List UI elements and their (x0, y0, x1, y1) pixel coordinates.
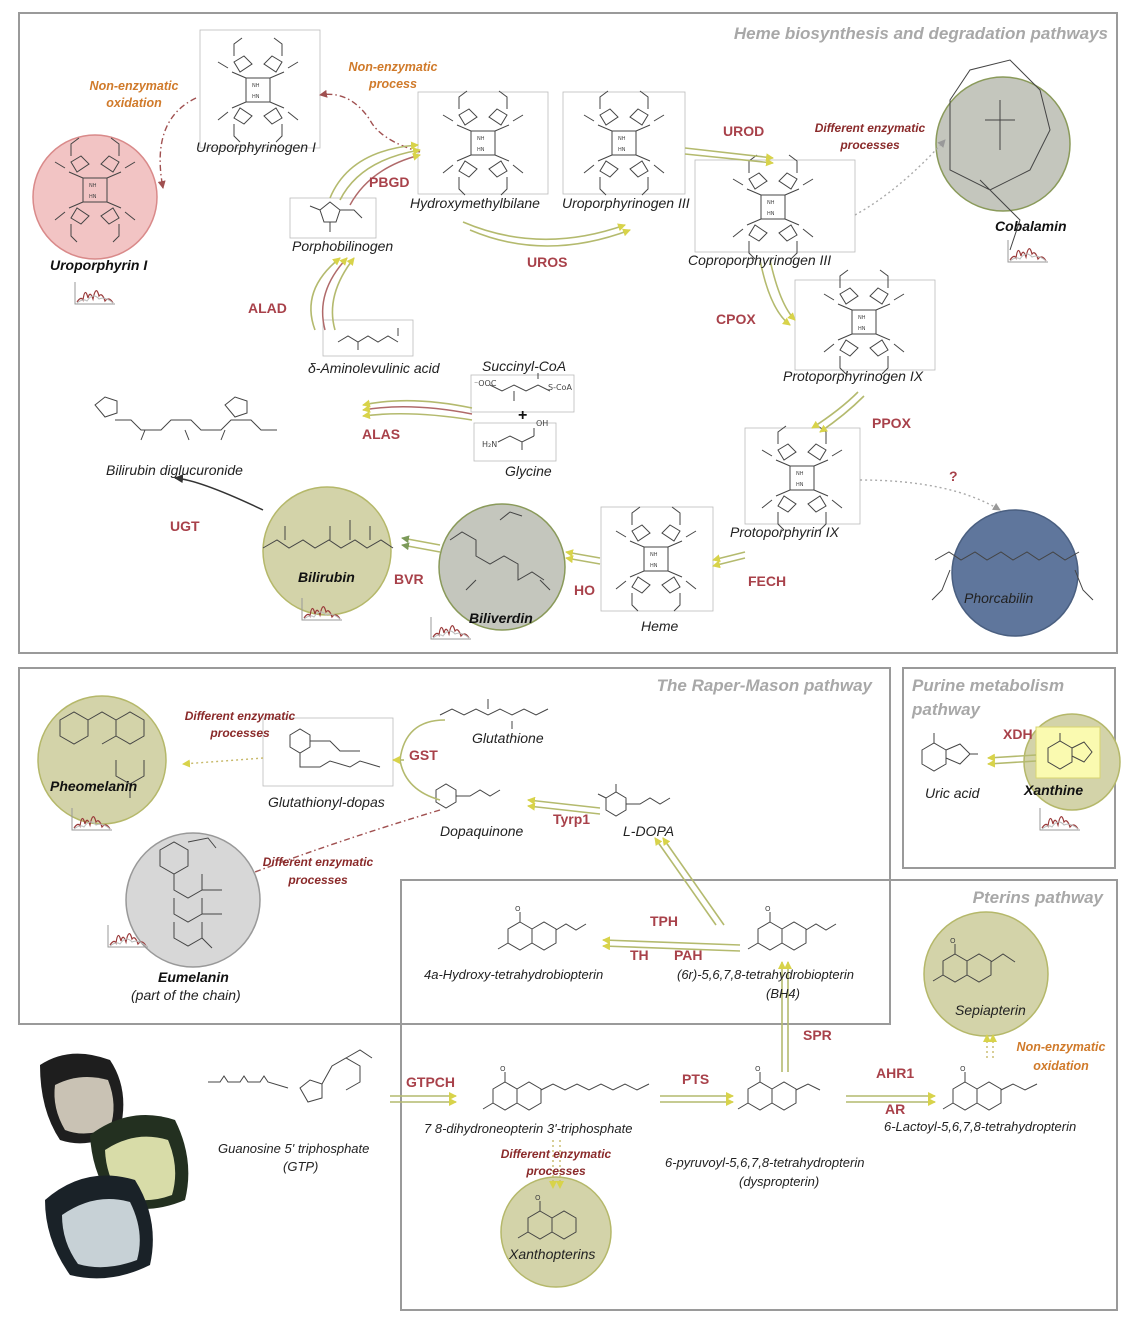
enzyme-ho: HO (574, 582, 595, 598)
label-hydroxy-bh4: 4a-Hydroxy-tetrahydrobiopterin (424, 967, 603, 982)
label-dopaquinone: Dopaquinone (440, 823, 524, 839)
enzyme-gst: GST (409, 747, 438, 763)
label-bilirubin-diglucuronide: Bilirubin diglucuronide (106, 462, 243, 478)
note-non-enz-process-2: process (368, 77, 417, 91)
label-eumelanin: Eumelanin (158, 969, 229, 985)
enzyme-pbgd: PBGD (369, 174, 409, 190)
label-uric-acid: Uric acid (925, 785, 981, 801)
label-uroporphyrin-i: Uroporphyrin I (50, 257, 148, 273)
enzyme-ugt: UGT (170, 518, 200, 534)
note-diff-enz-raper-1b: processes (209, 726, 270, 740)
panel-title-purine-1: Purine metabolism (912, 676, 1064, 695)
note-non-enz-oxidation-heme-1: Non-enzymatic (90, 79, 179, 93)
panel-title-purine-2: pathway (911, 700, 982, 719)
label-xanthine: Xanthine (1023, 782, 1083, 798)
arrows (157, 89, 1037, 1189)
label-ala: δ-Aminolevulinic acid (308, 360, 441, 376)
enzyme-urod: UROD (723, 123, 764, 139)
enzyme-th: TH (630, 947, 649, 963)
label-glutathione: Glutathione (472, 730, 544, 746)
pheomelanin-circle (37, 695, 167, 825)
label-protoporphyrin-ix: Protoporphyrin IX (730, 524, 840, 540)
label-cobalamin: Cobalamin (995, 218, 1067, 234)
label-gtp-abbr: (GTP) (283, 1159, 318, 1174)
enzyme-pts: PTS (682, 1071, 709, 1087)
enzyme-ahr1: AHR1 (876, 1065, 914, 1081)
svg-text:S-CoA: S-CoA (548, 383, 572, 392)
note-diff-enz-raper-2a: Different enzymatic (263, 855, 374, 869)
xanthopterins-circle (500, 1176, 612, 1288)
label-xanthopterins: Xanthopterins (508, 1246, 595, 1262)
label-uroporphyrinogen-i: Uroporphyrinogen I (196, 139, 316, 155)
label-bh4: (6r)-5,6,7,8-tetrahydrobiopterin (677, 967, 854, 982)
label-protoporphyrinogen-ix: Protoporphyrinogen IX (783, 368, 924, 384)
xanthine-highlight (1035, 726, 1101, 779)
bilirubin-circle (262, 486, 392, 616)
label-bh4-abbr: (BH4) (766, 986, 800, 1001)
label-lactoyl: 6-Lactoyl-5,6,7,8-tetrahydropterin (884, 1119, 1076, 1134)
panel-raper-mason (18, 667, 891, 1025)
label-dhnp: 7 8-dihydroneopterin 3'-triphosphate (424, 1121, 632, 1136)
enzyme-ar: AR (885, 1101, 905, 1117)
label-porphobilinogen: Porphobilinogen (292, 238, 393, 254)
label-question: ? (949, 468, 958, 484)
panel-title-pterins: Pterins pathway (973, 888, 1105, 907)
note-diff-enz-raper-2b: processes (287, 873, 348, 887)
note-diff-enz-heme-1: Different enzymatic (815, 121, 926, 135)
note-non-enz-oxidation-heme-2: oxidation (106, 96, 162, 110)
enzyme-spr: SPR (803, 1027, 832, 1043)
label-succinyl-coa: Succinyl-CoA (482, 358, 566, 374)
eumelanin-circle (125, 832, 261, 968)
label-uroporphyrinogen-iii: Uroporphyrinogen III (562, 195, 690, 211)
phorcabilin-circle (951, 509, 1079, 637)
enzyme-alas: ALAS (362, 426, 400, 442)
note-diff-enz-pterins-b: processes (525, 1164, 586, 1178)
label-gtp: Guanosine 5' triphosphate (218, 1141, 369, 1156)
enzyme-tph: TPH (650, 913, 678, 929)
svg-text:H₂N: H₂N (482, 440, 497, 449)
enzyme-cpox: CPOX (716, 311, 756, 327)
svg-text:OH: OH (536, 419, 548, 428)
label-pheomelanin: Pheomelanin (50, 778, 137, 794)
shell-photo (40, 1053, 189, 1279)
panel-title-heme: Heme biosynthesis and degradation pathwa… (734, 24, 1108, 43)
panel-heme (18, 12, 1118, 654)
label-heme: Heme (641, 618, 679, 634)
biliverdin-circle (438, 503, 566, 631)
label-glutathionyl-dopas: Glutathionyl-dopas (268, 794, 385, 810)
label-sepiapterin: Sepiapterin (955, 1002, 1026, 1018)
label-plus: + (518, 407, 527, 424)
note-non-enz-process-1: Non-enzymatic (349, 60, 438, 74)
enzyme-ppox: PPOX (872, 415, 912, 431)
note-diff-enz-pterins-a: Different enzymatic (501, 1147, 612, 1161)
svg-text:⁻OOC: ⁻OOC (474, 379, 497, 388)
note-non-enz-oxidation-pterins-b: oxidation (1033, 1059, 1089, 1073)
enzyme-bvr: BVR (394, 571, 424, 587)
label-dyspropterin: (dyspropterin) (739, 1174, 819, 1189)
enzyme-xdh: XDH (1003, 726, 1033, 742)
label-phorcabilin: Phorcabilin (964, 590, 1033, 606)
cobalamin-circle (935, 76, 1071, 212)
enzyme-alad: ALAD (248, 300, 287, 316)
label-biliverdin: Biliverdin (469, 610, 533, 626)
enzyme-tyrp1: Tyrp1 (553, 811, 590, 827)
note-non-enz-oxidation-pterins-a: Non-enzymatic (1017, 1040, 1106, 1054)
molecule-structure-icon: ⁻OOC S-CoA H₂N OH (54, 29, 1094, 1240)
label-l-dopa: L-DOPA (623, 823, 674, 839)
note-diff-enz-raper-1a: Different enzymatic (185, 709, 296, 723)
enzyme-fech: FECH (748, 573, 786, 589)
note-diff-enz-heme-2: processes (839, 138, 900, 152)
panel-pterins (400, 879, 1118, 1311)
panel-title-raper: The Raper-Mason pathway (657, 676, 874, 695)
label-coproporphyrinogen-iii: Coproporphyrinogen III (688, 252, 831, 268)
enzyme-uros: UROS (527, 254, 567, 270)
label-bilirubin: Bilirubin (298, 569, 355, 585)
enzyme-pah: PAH (674, 947, 703, 963)
label-pyruvoyl: 6-pyruvoyl-5,6,7,8-tetrahydropterin (665, 1155, 864, 1170)
label-eumelanin-note: (part of the chain) (131, 987, 241, 1003)
label-hydroxymethylbilane: Hydroxymethylbilane (410, 195, 540, 211)
label-glycine: Glycine (505, 463, 552, 479)
enzyme-gtpch: GTPCH (406, 1074, 455, 1090)
